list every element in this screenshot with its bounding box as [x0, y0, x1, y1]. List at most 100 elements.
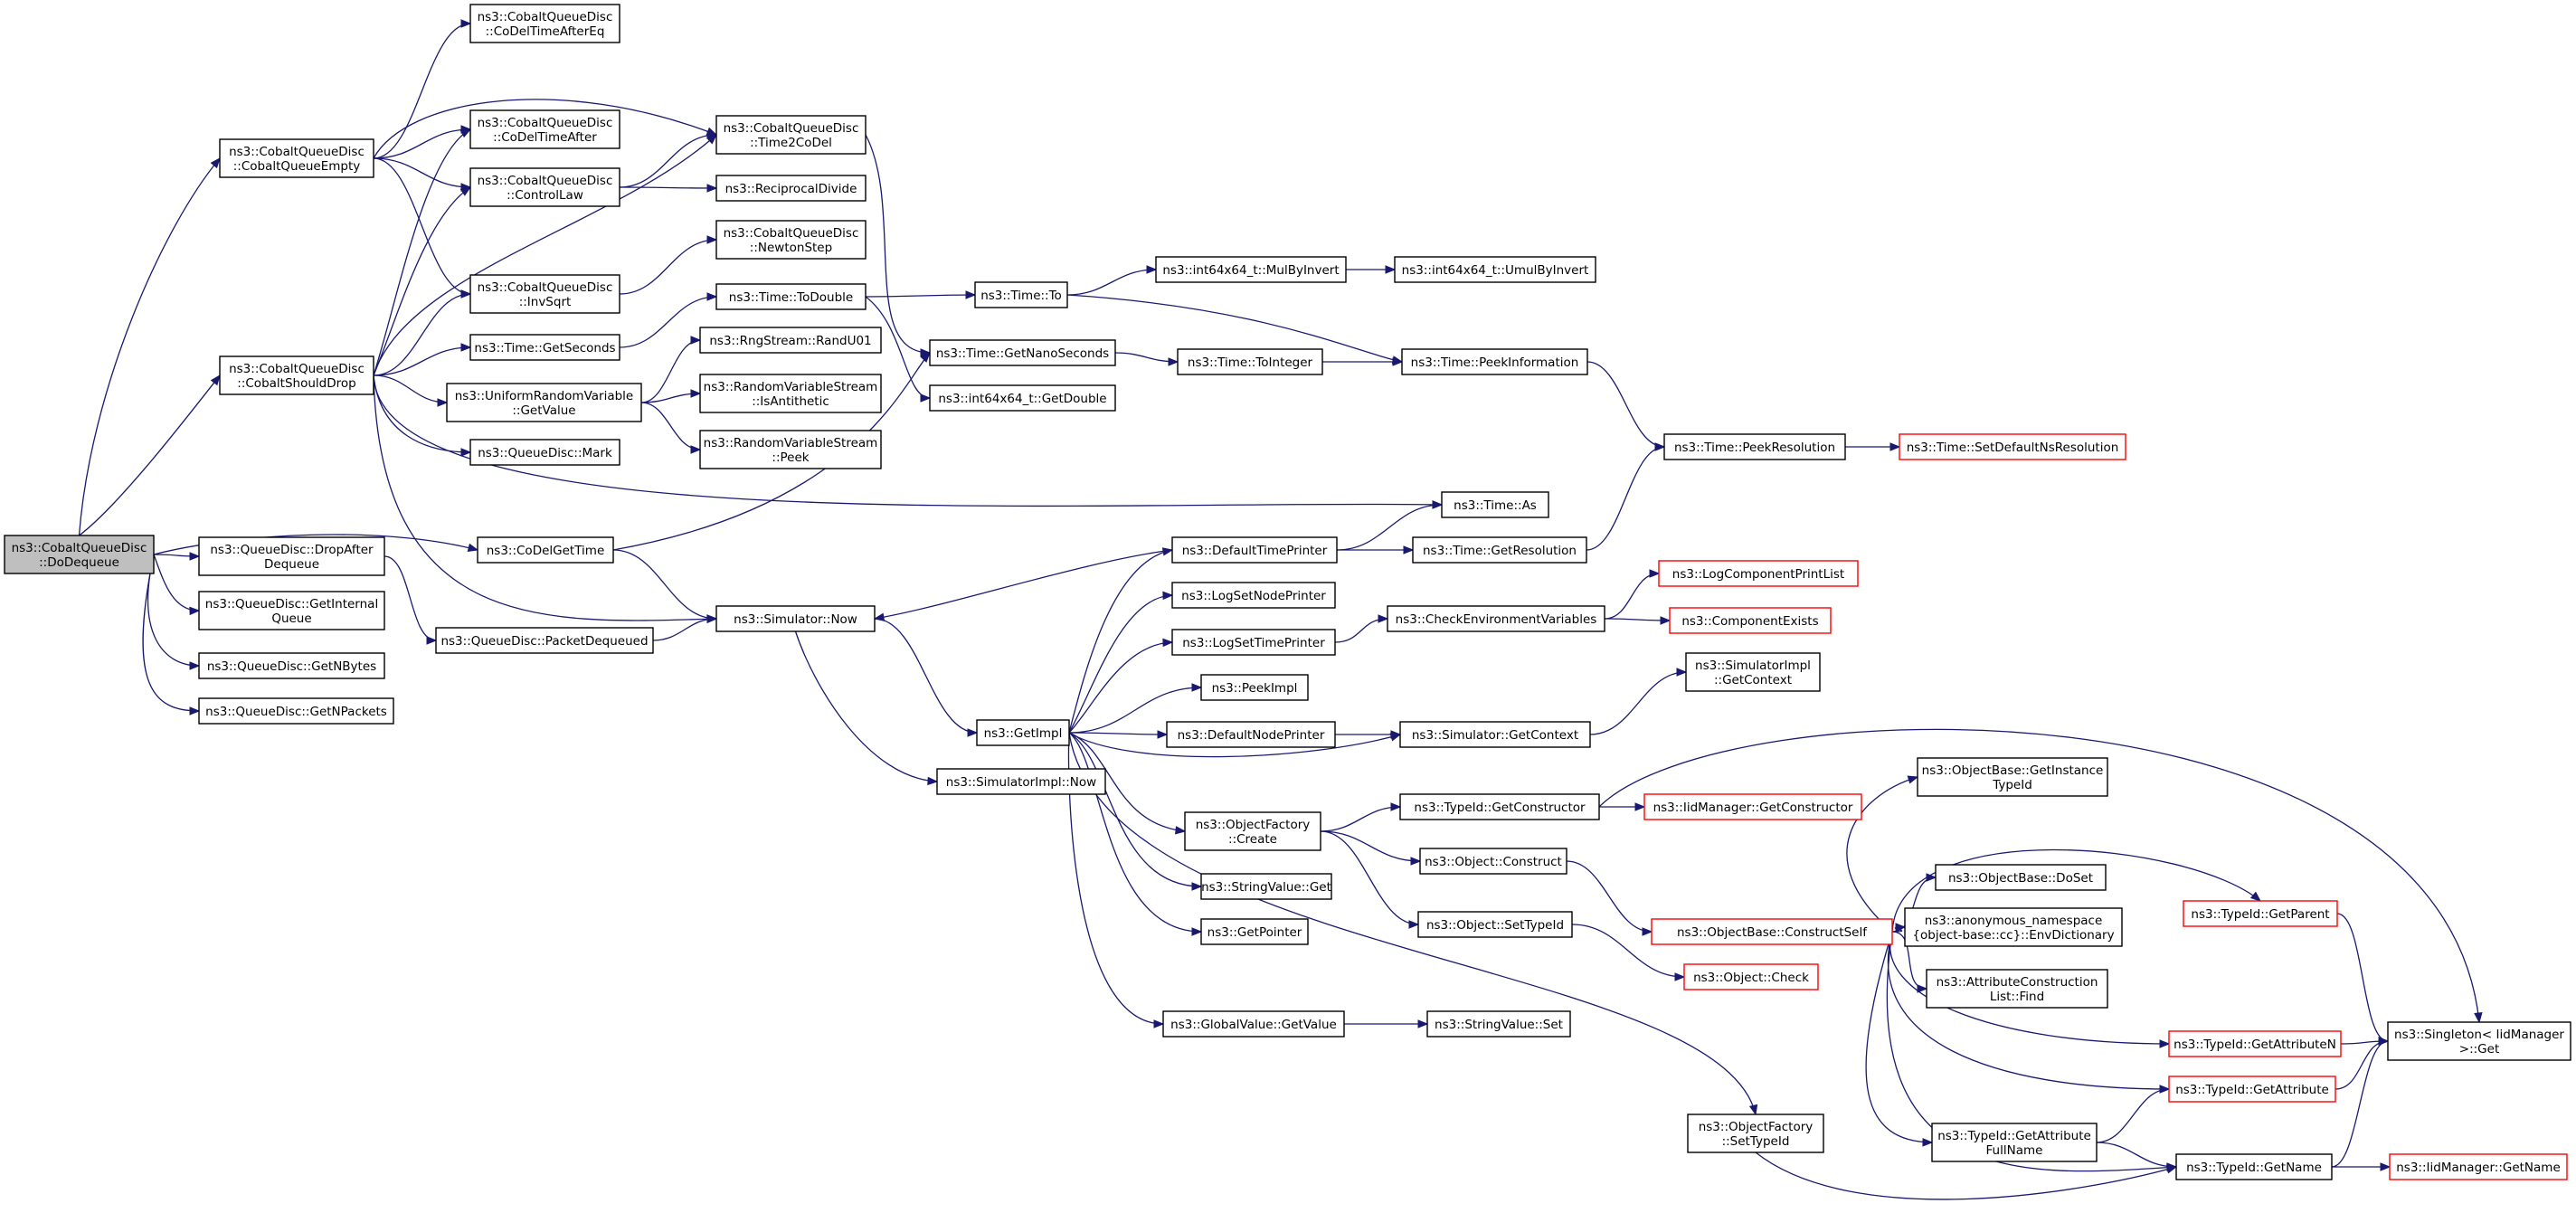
graph-node-timeto[interactable]: ns3::Time::To [974, 281, 1068, 308]
edge-line [373, 374, 448, 403]
graph-node-tidgetname[interactable]: ns3::TypeId::GetName [2175, 1153, 2333, 1180]
node-label: ns3::CobaltQueueDisc [478, 280, 613, 295]
graph-node-gvgetvalue[interactable]: ns3::GlobalValue::GetValue [1162, 1010, 1345, 1038]
graph-node-objcheck[interactable]: ns3::Object::Check [1683, 963, 1819, 990]
graph-node-timeas[interactable]: ns3::Time::As [1441, 491, 1549, 518]
graph-node-peekinfo[interactable]: ns3::Time::PeekInformation [1401, 348, 1588, 375]
graph-node-simgetctx[interactable]: ns3::Simulator::GetContext [1399, 721, 1591, 748]
graph-node-getnano[interactable]: ns3::Time::GetNanoSeconds [929, 339, 1116, 366]
graph-node-tointeger[interactable]: ns3::Time::ToInteger [1177, 348, 1323, 375]
node-box [1685, 652, 1821, 692]
graph-node-objsettid[interactable]: ns3::Object::SetTypeId [1417, 911, 1573, 938]
graph-node-mulbyinv[interactable]: ns3::int64x64_t::MulByInvert [1155, 256, 1347, 283]
node-label: ns3::CobaltQueueDisc [724, 121, 859, 136]
edge-line [1336, 504, 1443, 551]
graph-node-getnpackets[interactable]: ns3::QueueDisc::GetNPackets [198, 697, 394, 725]
graph-node-urv[interactable]: ns3::UniformRandomVariable::GetValue [446, 383, 642, 422]
graph-node-checkenv[interactable]: ns3::CheckEnvironmentVariables [1387, 605, 1605, 632]
graph-node-getnbytes[interactable]: ns3::QueueDisc::GetNBytes [198, 652, 385, 679]
graph-node-ofcreate[interactable]: ns3::ObjectFactory::Create [1184, 811, 1321, 851]
graph-node-tidgetattrn[interactable]: ns3::TypeId::GetAttributeN [2168, 1030, 2342, 1057]
node-label: List::Find [1990, 990, 2044, 1004]
graph-node-objconstruct[interactable]: ns3::Object::Construct [1419, 848, 1567, 875]
arrowhead-icon [2159, 1085, 2171, 1094]
graph-node-root[interactable]: ns3::CobaltQueueDisc::DoDequeue [4, 535, 155, 574]
graph-node-logsettime[interactable]: ns3::LogSetTimePrinter [1171, 629, 1336, 656]
arrowhead-icon [2474, 1012, 2483, 1024]
graph-node-newton[interactable]: ns3::CobaltQueueDisc::NewtonStep [715, 220, 867, 260]
call-edge-empty-to-invsqrt [373, 157, 472, 299]
call-edge-root-to-codelgettime [153, 534, 479, 555]
graph-node-controllaw[interactable]: ns3::CobaltQueueDisc::ControlLaw [469, 167, 620, 207]
graph-node-todouble[interactable]: ns3::Time::ToDouble [715, 283, 867, 310]
graph-node-peekimpl[interactable]: ns3::PeekImpl [1200, 674, 1309, 701]
arrowhead-icon [706, 184, 718, 193]
graph-node-after[interactable]: ns3::CobaltQueueDisc::CoDelTimeAfter [469, 109, 620, 149]
graph-node-umulbyinv[interactable]: ns3::int64x64_t::UmulByInvert [1394, 256, 1596, 283]
arrowhead-icon [690, 336, 702, 345]
graph-node-shoulddrop[interactable]: ns3::CobaltQueueDisc::CobaltShouldDrop [219, 355, 374, 395]
node-box [715, 220, 867, 260]
edge-line [1068, 732, 1168, 735]
graph-node-strvalset[interactable]: ns3::StringValue::Set [1426, 1010, 1571, 1038]
graph-node-int64double[interactable]: ns3::int64x64_t::GetDouble [929, 384, 1116, 412]
graph-node-getimpl[interactable]: ns3::GetImpl [976, 719, 1070, 746]
graph-node-envdict[interactable]: ns3::anonymous_namespace{object-base::cc… [1904, 907, 2123, 947]
arrowhead-icon [1410, 857, 1422, 866]
graph-node-getseconds[interactable]: ns3::Time::GetSeconds [469, 334, 620, 361]
call-edge-getimpl-to-getpointer [1068, 732, 1203, 936]
graph-node-peekres[interactable]: ns3::Time::PeekResolution [1663, 433, 1846, 460]
graph-node-doset[interactable]: ns3::ObjectBase::DoSet [1935, 864, 2107, 891]
graph-node-constructself[interactable]: ns3::ObjectBase::ConstructSelf [1651, 918, 1893, 945]
edge-line [1068, 732, 1202, 933]
graph-node-singleton[interactable]: ns3::Singleton< IidManager>::Get [2387, 1021, 2571, 1061]
graph-node-tidgetctor[interactable]: ns3::TypeId::GetConstructor [1399, 793, 1600, 820]
node-label: TypeId [1992, 778, 2032, 792]
graph-node-peekrvs[interactable]: ns3::RandomVariableStream::Peek [699, 430, 882, 469]
graph-node-strvalget[interactable]: ns3::StringValue::Get [1200, 873, 1332, 900]
graph-node-mark[interactable]: ns3::QueueDisc::Mark [469, 439, 620, 466]
graph-node-setdefns[interactable]: ns3::Time::SetDefaultNsResolution [1899, 433, 2126, 460]
call-edge-objsettid-to-objcheck [1571, 924, 1686, 981]
edge-line [373, 23, 471, 159]
graph-node-getpointer[interactable]: ns3::GetPointer [1200, 918, 1309, 945]
graph-node-simnow[interactable]: ns3::Simulator::Now [715, 605, 876, 632]
call-edge-defnodeprinter-to-simgetctx [1335, 730, 1402, 739]
graph-node-codelgettime[interactable]: ns3::CoDelGetTime [477, 536, 614, 564]
graph-node-ofsettid[interactable]: ns3::ObjectFactory::SetTypeId [1687, 1114, 1824, 1153]
edge-line [794, 630, 938, 782]
graph-node-defnodeprinter[interactable]: ns3::DefaultNodePrinter [1166, 721, 1336, 748]
arrowhead-icon [189, 552, 201, 561]
graph-node-packetdeq[interactable]: ns3::QueueDisc::PacketDequeued [435, 627, 654, 654]
graph-node-simimplctx[interactable]: ns3::SimulatorImpl::GetContext [1685, 652, 1821, 692]
graph-node-compexists[interactable]: ns3::ComponentExists [1669, 607, 1832, 634]
graph-node-logcomplist[interactable]: ns3::LogComponentPrintList [1658, 560, 1859, 587]
graph-node-iidgetctor[interactable]: ns3::IidManager::GetConstructor [1643, 793, 1862, 820]
graph-node-logsetnode[interactable]: ns3::LogSetNodePrinter [1171, 582, 1336, 609]
arrowhead-icon [873, 612, 886, 621]
graph-node-deftimeprinter[interactable]: ns3::DefaultTimePrinter [1171, 536, 1338, 564]
graph-node-iidgetname[interactable]: ns3::IidManager::GetName [2389, 1153, 2568, 1180]
graph-node-empty[interactable]: ns3::CobaltQueueDisc::CobaltQueueEmpty [219, 138, 374, 178]
graph-node-time2codel[interactable]: ns3::CobaltQueueDisc::Time2CoDel [715, 115, 867, 155]
graph-node-simimplnow[interactable]: ns3::SimulatorImpl::Now [936, 768, 1106, 795]
call-edge-timeto-to-mulbyinv [1066, 265, 1158, 296]
graph-node-randu01[interactable]: ns3::RngStream::RandU01 [699, 327, 882, 354]
call-edge-root-to-empty [78, 156, 221, 536]
arrowhead-icon [706, 614, 718, 623]
graph-node-invsqrt[interactable]: ns3::CobaltQueueDisc::InvSqrt [469, 274, 620, 314]
graph-node-recip[interactable]: ns3::ReciprocalDivide [715, 175, 867, 202]
graph-node-isanti[interactable]: ns3::RandomVariableStream::IsAntithetic [699, 374, 882, 413]
graph-node-tidgetattr[interactable]: ns3::TypeId::GetAttribute [2168, 1076, 2336, 1103]
graph-node-getres[interactable]: ns3::Time::GetResolution [1412, 536, 1587, 564]
graph-node-afterEq[interactable]: ns3::CobaltQueueDisc::CoDelTimeAfterEq [469, 4, 620, 43]
edge-line [373, 128, 471, 376]
arrowhead-icon [189, 606, 201, 616]
graph-node-tidgetparent[interactable]: ns3::TypeId::GetParent [2183, 900, 2338, 927]
node-label: ::Peek [772, 450, 809, 465]
